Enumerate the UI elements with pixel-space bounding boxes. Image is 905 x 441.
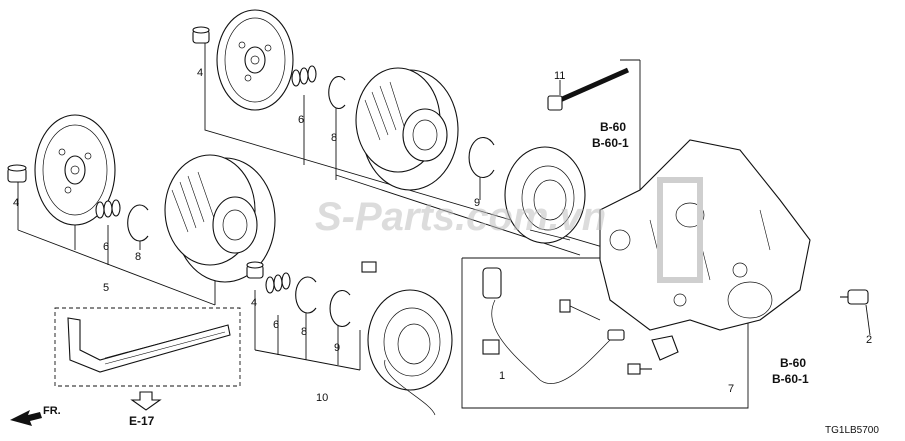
field-coil-low (361, 261, 453, 416)
callout-8: 8 (331, 132, 337, 144)
callout-4: 4 (13, 197, 19, 209)
middle-group-line (17, 229, 216, 306)
callout-4: 4 (251, 297, 257, 309)
ref-b60-top: B-60 (600, 120, 626, 134)
callout-6: 6 (298, 114, 304, 126)
arrow-down-icon (130, 391, 162, 411)
reference-labels: B-60 B-60-1 B-60 B-60-1 E-17 FR. TG1LB57… (43, 120, 879, 436)
callout-1: 1 (499, 370, 505, 382)
diagram-code: TG1LB5700 (825, 425, 879, 436)
callout-6: 6 (273, 319, 279, 331)
bolt-small (627, 363, 652, 375)
bolt-4-low (246, 261, 264, 279)
watermark: S-Parts.com.vn (315, 195, 606, 239)
lower-group-line (254, 349, 361, 371)
callout-8: 8 (135, 251, 141, 263)
callout-7: 7 (728, 383, 734, 395)
callout-10: 10 (316, 392, 328, 404)
shims-6-mid (95, 199, 121, 219)
callout-5: 5 (103, 282, 109, 294)
drive-belt-box (54, 307, 241, 387)
callout-4: 4 (197, 67, 203, 79)
clutch-plate-top (216, 9, 294, 111)
snap-ring-8-top (328, 75, 346, 110)
front-arrow-icon (10, 410, 42, 426)
snap-ring-8-low (295, 276, 317, 314)
callout-9: 9 (474, 197, 480, 209)
snap-ring-9-low (329, 289, 351, 328)
callout-11: 11 (554, 70, 565, 82)
snap-ring-8-mid (127, 204, 149, 242)
callout-6: 6 (103, 241, 109, 253)
ref-b60-1-bottom: B-60-1 (772, 372, 809, 386)
drain-plug-2 (840, 289, 869, 305)
shims-6-low (265, 272, 291, 294)
snap-ring-9-top (468, 136, 495, 179)
shims-6-top (291, 65, 317, 87)
field-coil-top (504, 146, 586, 244)
ref-e17: E-17 (129, 414, 155, 428)
pulley-top (355, 67, 459, 191)
pulley-mid (164, 154, 276, 283)
leader-2 (865, 304, 871, 336)
compressor-body (599, 139, 811, 331)
ref-b60-bottom: B-60 (780, 356, 806, 370)
bolt-11 (547, 67, 630, 111)
clutch-plate-mid (34, 114, 116, 226)
callout-9: 9 (334, 342, 340, 354)
bolt-4-top (192, 26, 210, 44)
bracket-small (651, 335, 679, 361)
front-label: FR. (43, 405, 61, 417)
harness-sub-assembly (482, 267, 679, 384)
upper-group-line (204, 40, 641, 259)
callout-8: 8 (301, 326, 307, 338)
callout-labels: 4 6 8 9 11 4 6 8 5 4 6 8 9 10 1 7 2 (13, 67, 872, 404)
bolt-4-mid (7, 164, 27, 183)
ref-b60-1-top: B-60-1 (592, 136, 629, 150)
callout-2: 2 (866, 334, 872, 346)
sensor-1 (482, 339, 500, 355)
